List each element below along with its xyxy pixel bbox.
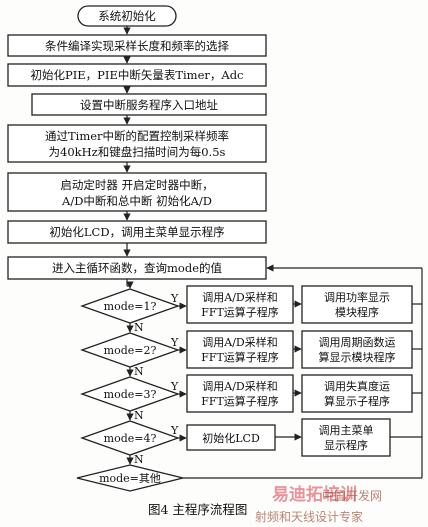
- step-3-label: 设置中断服务程序入口地址: [80, 98, 218, 112]
- display-power-line1: 调用功率显示: [324, 290, 390, 304]
- decision-4-label: mode=4?: [104, 432, 157, 445]
- step-main-loop: [7, 256, 267, 280]
- step-4-line1: 通过Timer中断的配置控制采样频率: [45, 129, 229, 143]
- sample-fft-2-line1: 调用A/D采样和: [202, 335, 277, 349]
- decision-1-label: mode=1?: [104, 300, 157, 313]
- step-timer-config: [7, 124, 267, 163]
- display-distortion-box: [301, 374, 413, 413]
- no-label-3: N: [134, 409, 144, 422]
- decision-mode-other: [76, 464, 184, 492]
- display-distortion-line1: 调用失真度运: [324, 379, 390, 393]
- watermark-brand: 易迪拓培训: [272, 484, 357, 505]
- decision-2-label: mode=2?: [104, 344, 157, 357]
- no-label-4: N: [134, 453, 144, 466]
- display-period-line2: 算显示模块程序: [319, 350, 396, 364]
- sample-fft-box-3: [186, 374, 294, 413]
- watermark-tagline: 射频和天线设计专家: [255, 509, 363, 524]
- step-set-isr-address: [31, 93, 267, 116]
- display-period-line1: 调用周期函数运: [319, 336, 396, 349]
- step-start-timer: [7, 172, 267, 212]
- yes-label-2: Y: [170, 336, 179, 349]
- sample-fft-1-line2: FFT运算子程序: [201, 305, 279, 319]
- decision-3-label: mode=3?: [104, 388, 157, 401]
- yes-label-3: Y: [170, 380, 179, 393]
- main-menu-line2: 显示程序: [324, 438, 368, 452]
- init-lcd-label: 初始化LCD: [202, 431, 260, 445]
- yes-label-1: Y: [170, 292, 179, 305]
- step-conditional-compile: [7, 34, 267, 57]
- sample-fft-1-line1: 调用A/D采样和: [202, 290, 277, 304]
- step-init-pie: [7, 63, 267, 87]
- sample-fft-2-line2: FFT运算子程序: [201, 350, 279, 364]
- start-label: 系统初始化: [98, 9, 156, 23]
- decision-5-label: mode=其他: [99, 472, 161, 485]
- step-init-lcd-menu: [7, 220, 267, 244]
- step-6-label: 初始化LCD，调用主菜单显示程序: [49, 225, 224, 239]
- init-lcd-box: [186, 424, 276, 451]
- no-label-2: N: [134, 365, 144, 378]
- yes-label-4: Y: [170, 424, 179, 437]
- display-power-line2: 模块程序: [335, 305, 379, 319]
- main-menu-line1: 调用主菜单: [319, 424, 374, 437]
- step-5-line2: A/D中断和总中断 初始化A/D: [61, 194, 212, 208]
- watermark-site: 中国开发网: [322, 488, 382, 503]
- display-period-box: [301, 330, 413, 369]
- step-1-label: 条件编译实现采样长度和频率的选择: [45, 39, 229, 53]
- figure-caption: 图4 主程序流程图: [148, 502, 247, 517]
- sample-fft-box-2: [186, 330, 294, 369]
- sample-fft-3-line1: 调用A/D采样和: [202, 379, 277, 393]
- display-distortion-line2: 算显示子程序: [324, 394, 390, 408]
- step-2-label: 初始化PIE，PIE中断矢量表Timer，Adc: [30, 68, 243, 82]
- no-label-1: N: [134, 321, 144, 334]
- step-7-label: 进入主循环函数，查询mode的值: [52, 261, 222, 275]
- step-5-line1: 启动定时器 开启定时器中断，: [60, 178, 213, 192]
- sample-fft-3-line2: FFT运算子程序: [201, 394, 279, 408]
- step-4-line2: 为40kHz和键盘扫描时间为每0.5s: [49, 145, 226, 159]
